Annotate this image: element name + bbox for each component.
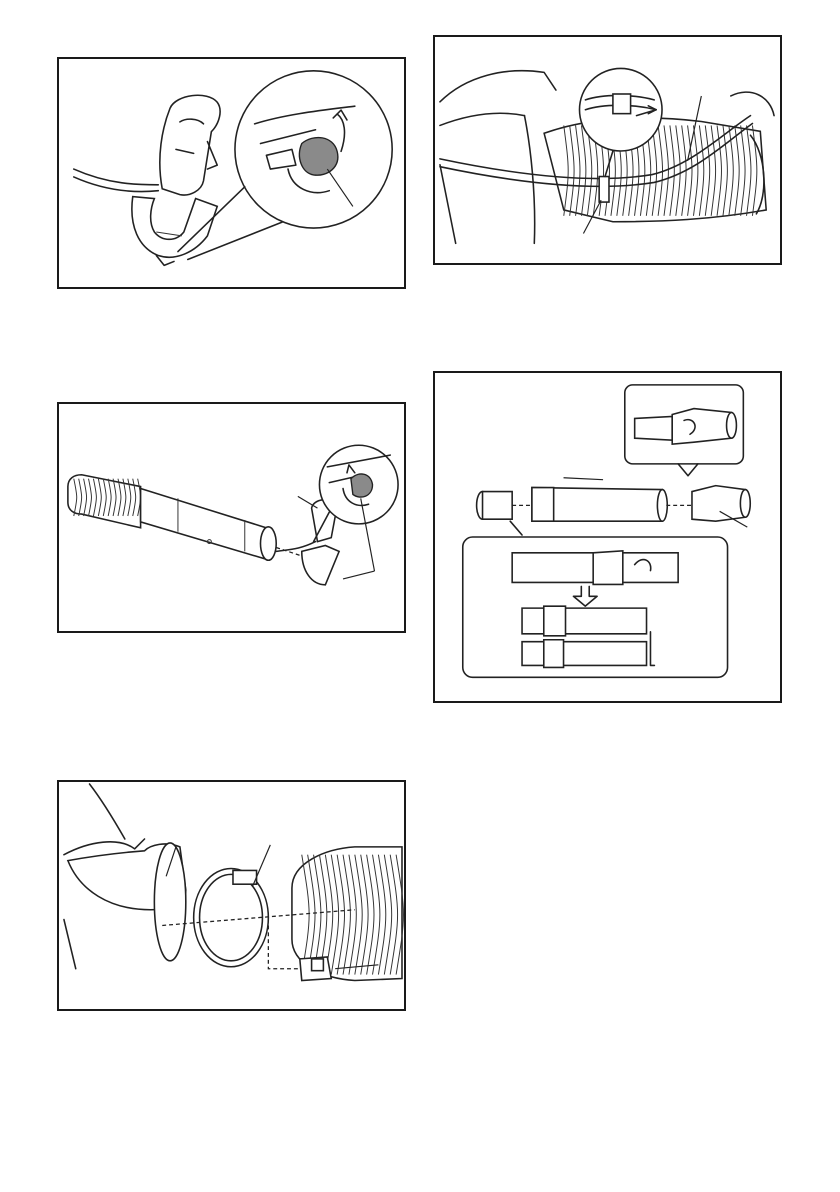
hose-cable-illustration (435, 37, 780, 263)
figure-pipe-assembly (57, 402, 406, 633)
figure-elbow-band-hose (57, 780, 406, 1011)
figure-hose-cable-clamp (433, 35, 782, 265)
figure-nozzle-pipes (433, 371, 782, 703)
handle-cap-illustration (59, 59, 404, 287)
elbow-band-hose-illustration (59, 782, 404, 1009)
pipe-assembly-illustration (59, 404, 404, 631)
figure-handle-cap (57, 57, 406, 289)
nozzle-pipes-illustration (435, 373, 780, 701)
